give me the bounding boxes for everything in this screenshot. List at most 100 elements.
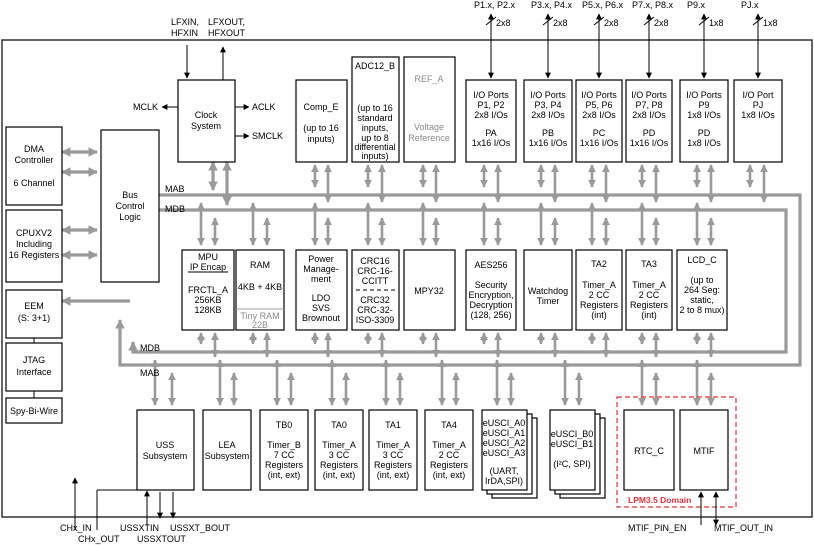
svg-text:(int, ext): (int, ext) xyxy=(377,470,410,480)
svg-text:Decryption: Decryption xyxy=(469,300,512,310)
svg-text:Controller: Controller xyxy=(14,155,53,165)
block-cpu: CPUXV2 Including 16 Registers xyxy=(5,209,63,283)
io-port-width-label: 1x8 xyxy=(763,18,778,28)
block-adc12-b: ADC12_B (up to 16 standard inputs, up to… xyxy=(351,56,400,163)
mab-label-lower: MAB xyxy=(140,368,160,378)
svg-text:SMCLK: SMCLK xyxy=(252,131,283,141)
svg-text:CRC32: CRC32 xyxy=(360,295,390,305)
block-ta0: TA0 Timer_A 3 CC Registers (int, ext) xyxy=(314,409,364,491)
svg-text:Manage-: Manage- xyxy=(303,264,339,274)
io-port-pin-label: P7.x, P8.x xyxy=(632,0,674,10)
io-port-text: PC xyxy=(593,128,606,138)
svg-text:MTIF_OUT_IN: MTIF_OUT_IN xyxy=(714,523,773,533)
svg-text:Timer_B: Timer_B xyxy=(267,440,301,450)
block-ta4: TA4 Timer_A 2 CC Registers (int, ext) xyxy=(424,409,474,491)
svg-text:HFXOUT: HFXOUT xyxy=(208,28,246,38)
svg-text:Power: Power xyxy=(308,254,334,264)
svg-text:EEM: EEM xyxy=(24,301,44,311)
svg-text:REF_A: REF_A xyxy=(414,74,443,84)
block-eusci-a: eUSCI_A0 eUSCI_A1 eUSCI_A2 eUSCI_A3 (UAR… xyxy=(481,409,538,499)
svg-text:differential: differential xyxy=(354,142,395,152)
svg-text:Timer: Timer xyxy=(537,296,560,306)
svg-text:ISO-3309: ISO-3309 xyxy=(356,315,395,325)
lpm35-domain-label: LPM3.5 Domain xyxy=(628,495,691,505)
svg-text:HFXIN: HFXIN xyxy=(171,28,198,38)
io-port-text: I/O Ports xyxy=(686,90,722,100)
svg-text:eUSCI_B1: eUSCI_B1 xyxy=(551,439,594,449)
svg-text:Subsystem: Subsystem xyxy=(205,451,250,461)
io-port-pin-label: P9.x xyxy=(687,0,706,10)
svg-text:CRC-32-: CRC-32- xyxy=(357,305,393,315)
io-port-pin-label: P3.x, P4.x xyxy=(531,0,573,10)
svg-text:IP Encap: IP Encap xyxy=(190,262,226,272)
svg-text:ADC12_B: ADC12_B xyxy=(355,61,395,71)
svg-text:CPUXV2: CPUXV2 xyxy=(16,228,52,238)
block-comp-e: Comp_E (up to 16 inputs) xyxy=(295,79,348,163)
io-port-text: 1x16 I/Os xyxy=(529,138,568,148)
svg-text:inputs,: inputs, xyxy=(362,123,389,133)
io-port-text: P1, P2 xyxy=(477,100,504,110)
io-port-text: I/O Ports xyxy=(581,90,617,100)
svg-text:LCD_C: LCD_C xyxy=(687,255,717,265)
svg-text:TA4: TA4 xyxy=(441,420,457,430)
io-port-width-label: 2x8 xyxy=(654,18,669,28)
block-ta3: TA3 Timer_A 2 CC Registers (int) xyxy=(625,249,673,331)
io-port-text: I/O Ports xyxy=(530,90,566,100)
block-clock-system: Clock System xyxy=(177,79,236,163)
svg-text:128KB: 128KB xyxy=(194,305,221,315)
svg-text:(up to 16: (up to 16 xyxy=(357,103,393,113)
lpm35-domain-outline xyxy=(616,396,737,508)
block-lea: LEA Subsystem xyxy=(202,409,252,491)
svg-text:inputs): inputs) xyxy=(361,151,388,161)
svg-text:264 Seg:: 264 Seg: xyxy=(684,285,720,295)
io-port-width-label: 2x8 xyxy=(496,18,511,28)
svg-text:6 Channel: 6 Channel xyxy=(13,178,54,188)
block-ram: RAM 4KB + 4KB Tiny RAM 22B xyxy=(235,249,285,331)
io-port-text: P7, P8 xyxy=(635,100,662,110)
svg-text:Control: Control xyxy=(115,201,144,211)
svg-text:3 CC: 3 CC xyxy=(329,450,350,460)
svg-text:256KB: 256KB xyxy=(194,295,221,305)
svg-text:Tiny RAM: Tiny RAM xyxy=(240,311,279,321)
io-port-text: 2x8 I/Os xyxy=(474,110,508,120)
io-port-text: 2x8 I/Os xyxy=(632,110,666,120)
svg-text:RAM: RAM xyxy=(250,260,270,270)
block-ta1: TA1 Timer_A 3 CC Registers (int, ext) xyxy=(368,409,418,491)
svg-text:(int, ext): (int, ext) xyxy=(268,470,301,480)
svg-text:Brownout: Brownout xyxy=(302,313,341,323)
svg-text:Voltage: Voltage xyxy=(414,122,444,132)
svg-text:Including: Including xyxy=(16,239,52,249)
svg-text:7 CC: 7 CC xyxy=(274,450,295,460)
io-port-text: PA xyxy=(485,128,496,138)
block-mtif: MTIF xyxy=(679,409,729,491)
block-jtag: JTAG Interface xyxy=(5,342,63,392)
svg-text:MCLK: MCLK xyxy=(133,102,158,112)
svg-text:(int, ext): (int, ext) xyxy=(433,470,466,480)
io-port-text: PD xyxy=(698,128,711,138)
io-port-text: 1x16 I/Os xyxy=(472,138,511,148)
svg-text:MPY32: MPY32 xyxy=(414,286,444,296)
svg-text:Timer_A: Timer_A xyxy=(432,440,466,450)
svg-text:2 CC: 2 CC xyxy=(639,290,660,300)
svg-text:Watchdog: Watchdog xyxy=(528,286,568,296)
svg-text:Registers: Registers xyxy=(580,300,619,310)
block-mpy32: MPY32 xyxy=(403,249,456,331)
svg-text:Registers: Registers xyxy=(374,460,413,470)
block-watchdog: Watchdog Timer xyxy=(523,249,573,331)
svg-text:Spy-Bi-Wire: Spy-Bi-Wire xyxy=(10,406,58,416)
block-uss: USS Subsystem xyxy=(136,409,195,491)
io-port-pin-label: P1.x, P2.x xyxy=(474,0,516,10)
svg-text:Security: Security xyxy=(475,280,508,290)
svg-text:2 CC: 2 CC xyxy=(589,290,610,300)
io-port-pin-label: P5.x, P6.x xyxy=(582,0,624,10)
io-port-text: I/O Ports xyxy=(631,90,667,100)
svg-text:LFXIN,: LFXIN, xyxy=(171,17,199,27)
svg-text:FRCTL_A: FRCTL_A xyxy=(188,285,228,295)
io-port-text: PD xyxy=(643,128,656,138)
